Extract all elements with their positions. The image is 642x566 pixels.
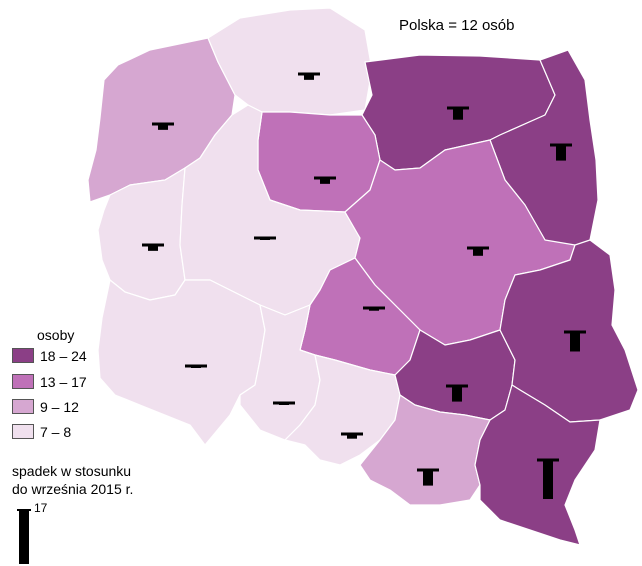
drop-bar-zachodniopomorskie: [152, 122, 174, 130]
drop-bar-kujawsko-pomorskie: [314, 176, 336, 184]
legend-label: 7 – 8: [40, 424, 72, 440]
drop-bar-podlaskie: [550, 143, 572, 161]
region-dolnoslaskie[interactable]: [97, 279, 266, 446]
drop-bar-malopolskie: [417, 468, 439, 486]
legend-label: 13 – 17: [40, 374, 87, 390]
legend-drop-bar: [17, 509, 31, 564]
legend-swatch: [12, 399, 34, 414]
drop-legend-reference-value: 17: [34, 501, 48, 515]
drop-bars: [142, 72, 586, 499]
drop-bar-lodzkie: [363, 306, 385, 311]
drop-bar-slaskie: [341, 432, 363, 439]
drop-bar-wielkopolskie: [254, 236, 276, 240]
drop-bar-pomorskie: [298, 72, 320, 80]
region-podkarpackie[interactable]: [474, 384, 601, 546]
drop-bar-opolskie: [273, 401, 295, 405]
drop-bar-dolnoslaskie: [185, 364, 207, 368]
drop-bar-podkarpackie: [537, 458, 559, 499]
legend-swatch: [12, 374, 34, 389]
legend-swatch: [12, 348, 34, 363]
drop-bar-lubelskie: [564, 330, 586, 352]
drop-legend-title-line1: spadek w stosunku: [12, 463, 132, 479]
drop-bar-swietokrzyskie: [446, 384, 468, 402]
legend-label: 9 – 12: [40, 399, 79, 415]
drop-bar-mazowieckie: [467, 246, 489, 256]
region-pomorskie[interactable]: [207, 7, 373, 116]
region-malopolskie[interactable]: [359, 394, 491, 506]
drop-legend-title-line2: do września 2015 r.: [12, 481, 134, 497]
legend-swatch: [12, 424, 34, 439]
legend-label: 18 – 24: [40, 348, 87, 364]
legend-title: osoby: [37, 327, 75, 343]
legend-drop-bar-body: [19, 510, 29, 564]
drop-bar-lubuskie: [142, 243, 164, 251]
region-slaskie[interactable]: [284, 354, 401, 466]
national-value-title: Polska = 12 osób: [399, 17, 515, 34]
drop-bar-warminsko-mazurskie: [447, 106, 469, 120]
drop-legend-title: spadek w stosunku do września 2015 r.: [12, 462, 133, 498]
